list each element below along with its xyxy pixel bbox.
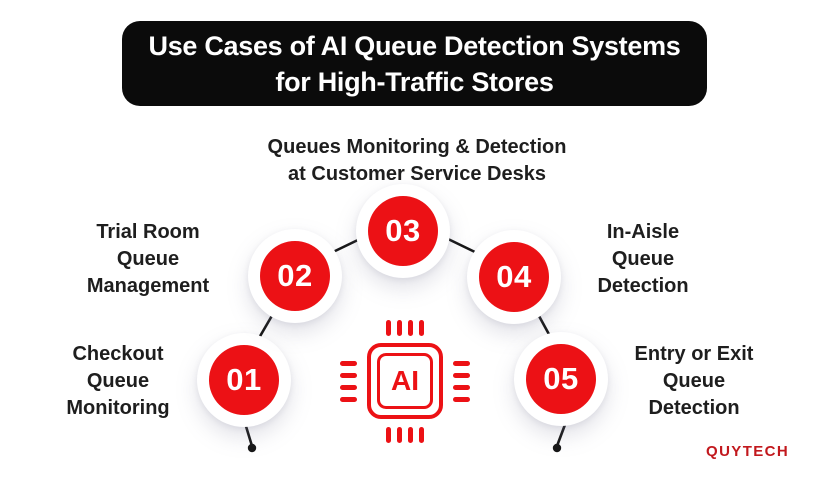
title-line-1: Use Cases of AI Queue Detection Systems [148,30,681,61]
label-in-aisle-queue-detection: In-Aisle Queue Detection [597,221,689,297]
chip-body: AI [367,343,443,419]
step-badge-05: 05 [514,332,608,426]
step-number-01: 01 [209,345,279,415]
chip-ai-label: AI [391,365,419,396]
label-trial-room-queue-management: Trial Room Queue Management [86,221,210,297]
end-dot-left [247,443,257,453]
step-badge-04: 04 [467,230,561,324]
step-number-02: 02 [260,241,330,311]
step-badge-02: 02 [248,229,342,323]
step-number-04: 04 [479,242,549,312]
chip-core: AI [377,353,433,409]
title-line-2: for High-Traffic Stores [275,66,554,97]
label-entry-exit-queue-detection: Entry or Exit Queue Detection [634,343,754,419]
step-number-05: 05 [526,344,596,414]
label-checkout-queue-monitoring: Checkout Queue Monitoring [66,343,170,419]
step-badge-03: 03 [356,184,450,278]
quytech-logo: QUYTECH [706,443,790,460]
step-badge-01: 01 [197,333,291,427]
label-queues-monitoring-detection: Queues Monitoring & Detection at Custome… [267,136,567,185]
step-number-03: 03 [368,196,438,266]
end-dot-right [552,443,562,453]
title-banner: Use Cases of AI Queue Detection Systems … [122,21,707,106]
